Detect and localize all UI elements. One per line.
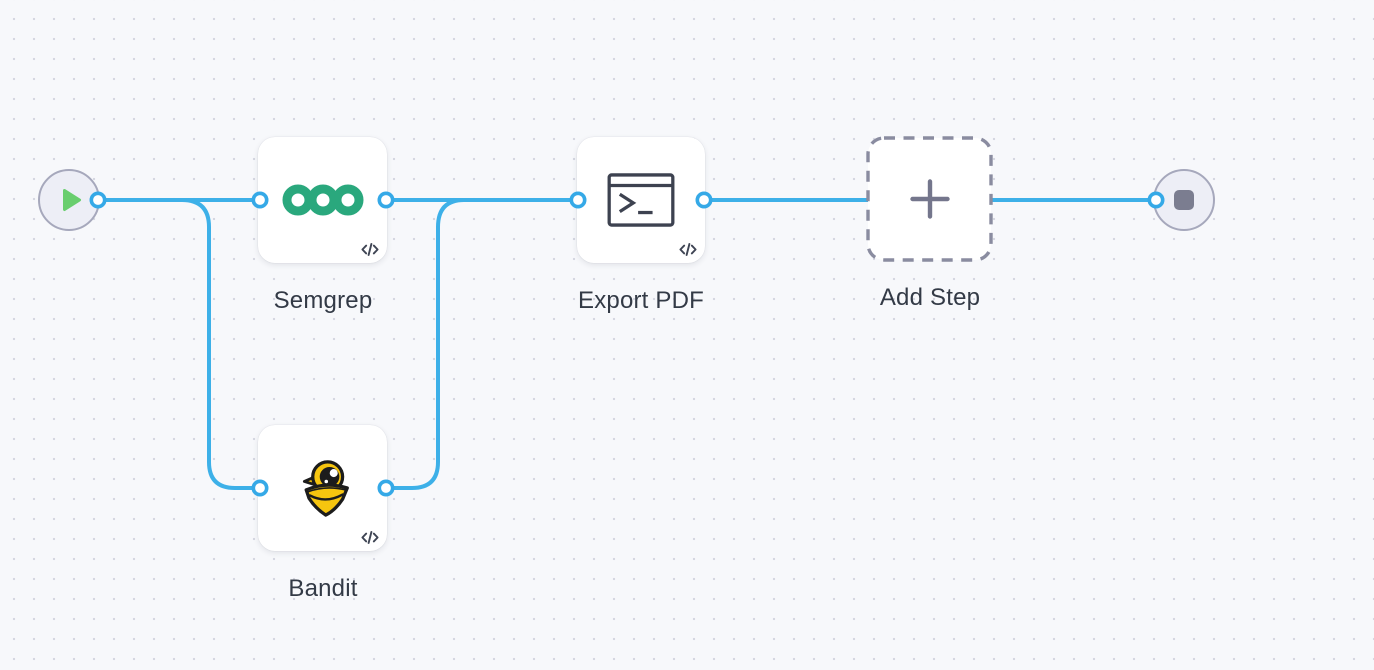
port-bandit-input[interactable] xyxy=(251,479,269,497)
bandit-logo-icon xyxy=(302,460,349,517)
port-end-input[interactable] xyxy=(1147,191,1165,209)
port-start-output[interactable] xyxy=(89,191,107,209)
port-semgrep-output[interactable] xyxy=(377,191,395,209)
node-export-pdf[interactable] xyxy=(577,137,705,263)
node-label-export-pdf: Export PDF xyxy=(577,287,705,314)
play-icon xyxy=(62,189,81,211)
terminal-icon xyxy=(607,173,675,227)
semgrep-logo-icon xyxy=(282,184,363,216)
node-label-add-step: Add Step xyxy=(879,284,981,311)
code-badge-icon xyxy=(679,243,697,256)
node-label-bandit: Bandit xyxy=(288,575,358,602)
port-semgrep-input[interactable] xyxy=(251,191,269,209)
plus-icon xyxy=(909,179,950,219)
port-export-pdf-output[interactable] xyxy=(695,191,713,209)
code-badge-icon xyxy=(361,531,379,544)
stop-icon xyxy=(1174,190,1194,210)
port-export-pdf-input[interactable] xyxy=(569,191,587,209)
node-semgrep[interactable] xyxy=(258,137,387,263)
node-bandit[interactable] xyxy=(258,425,387,551)
edge-start-bandit xyxy=(96,198,262,490)
node-add-step[interactable] xyxy=(866,136,993,262)
port-bandit-output[interactable] xyxy=(377,479,395,497)
edge-bandit-export-pdf xyxy=(384,198,580,490)
code-badge-icon xyxy=(361,243,379,256)
node-label-semgrep: Semgrep xyxy=(273,287,373,314)
